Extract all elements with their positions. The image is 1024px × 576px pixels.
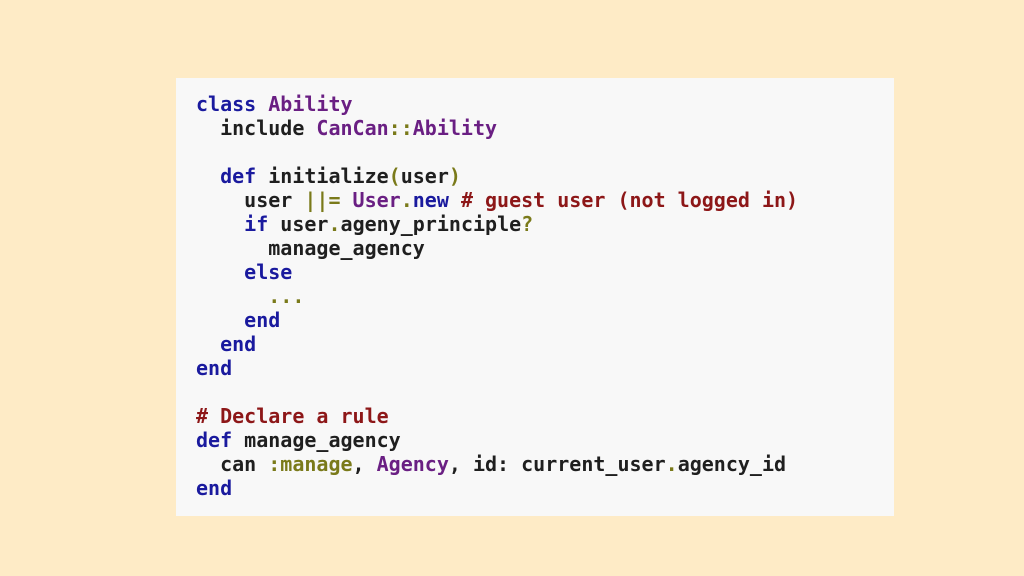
code-token-text: user (268, 212, 329, 236)
code-token-text: , (352, 452, 377, 476)
code-token-text (341, 188, 353, 212)
code-token-symbol: ) (448, 164, 461, 188)
code-token-text: user (400, 164, 449, 188)
code-line: end (196, 332, 798, 356)
code-token-text (196, 332, 220, 356)
code-token-text: manage_agency (196, 236, 425, 260)
code-line: else (196, 260, 798, 284)
code-token-symbol: ? (521, 212, 534, 236)
code-token-text (196, 284, 268, 308)
code-line: include CanCan::Ability (196, 116, 798, 140)
code-token-comment: # Declare a rule (196, 404, 389, 428)
code-line: class Ability (196, 92, 798, 116)
code-token-text: initialize (256, 164, 389, 188)
code-token-class: CanCan (316, 116, 389, 140)
code-token-keyword: if (244, 212, 269, 236)
code-token-keyword: else (244, 260, 293, 284)
code-token-text (196, 164, 220, 188)
code-line: def initialize(user) (196, 164, 798, 188)
code-line: end (196, 476, 798, 500)
code-token-class: Ability (268, 92, 353, 116)
code-token-comment: # guest user (not logged in) (460, 188, 799, 212)
code-token-text (196, 260, 244, 284)
code-token-text: manage_agency (232, 428, 401, 452)
code-lines: class Ability include CanCan::Ability de… (196, 92, 798, 500)
code-line: end (196, 356, 798, 380)
code-token-class: Ability (412, 116, 498, 140)
code-token-text: ageny_principle (340, 212, 522, 236)
code-token-symbol: . (400, 188, 413, 212)
code-line: if user.ageny_principle? (196, 212, 798, 236)
code-token-keyword: def (196, 428, 233, 452)
code-token-keyword: new (412, 188, 449, 212)
code-token-keyword: end (196, 476, 233, 500)
code-line: manage_agency (196, 236, 798, 260)
code-token-text (196, 308, 244, 332)
code-line: # Declare a rule (196, 404, 798, 428)
code-token-symbol: ... (268, 284, 305, 308)
code-line (196, 140, 798, 164)
code-token-symbol: :: (388, 116, 413, 140)
code-token-class: Agency (376, 452, 449, 476)
code-block: class Ability include CanCan::Ability de… (176, 78, 894, 516)
code-token-text: include (196, 116, 317, 140)
code-line: ... (196, 284, 798, 308)
code-token-text: agency_id (677, 452, 787, 476)
code-token-keyword: def (220, 164, 257, 188)
code-token-class: User (352, 188, 401, 212)
code-token-symbol: . (328, 212, 341, 236)
code-token-symbol: ( (388, 164, 401, 188)
code-line: end (196, 308, 798, 332)
code-line: user ||= User.new # guest user (not logg… (196, 188, 798, 212)
code-token-text: can (196, 452, 269, 476)
code-token-keyword: class (196, 92, 257, 116)
code-token-text (196, 212, 244, 236)
code-token-symbol: ||= (304, 188, 341, 212)
code-token-symbol: :manage (268, 452, 353, 476)
code-token-text: user (196, 188, 305, 212)
code-token-keyword: end (220, 332, 257, 356)
code-token-text: , id: current_user (448, 452, 666, 476)
code-token-text (449, 188, 461, 212)
code-line: can :manage, Agency, id: current_user.ag… (196, 452, 798, 476)
code-line: def manage_agency (196, 428, 798, 452)
code-token-keyword: end (244, 308, 281, 332)
code-token-symbol: . (665, 452, 678, 476)
code-token-keyword: end (196, 356, 233, 380)
code-token-text (256, 92, 268, 116)
code-line (196, 380, 798, 404)
